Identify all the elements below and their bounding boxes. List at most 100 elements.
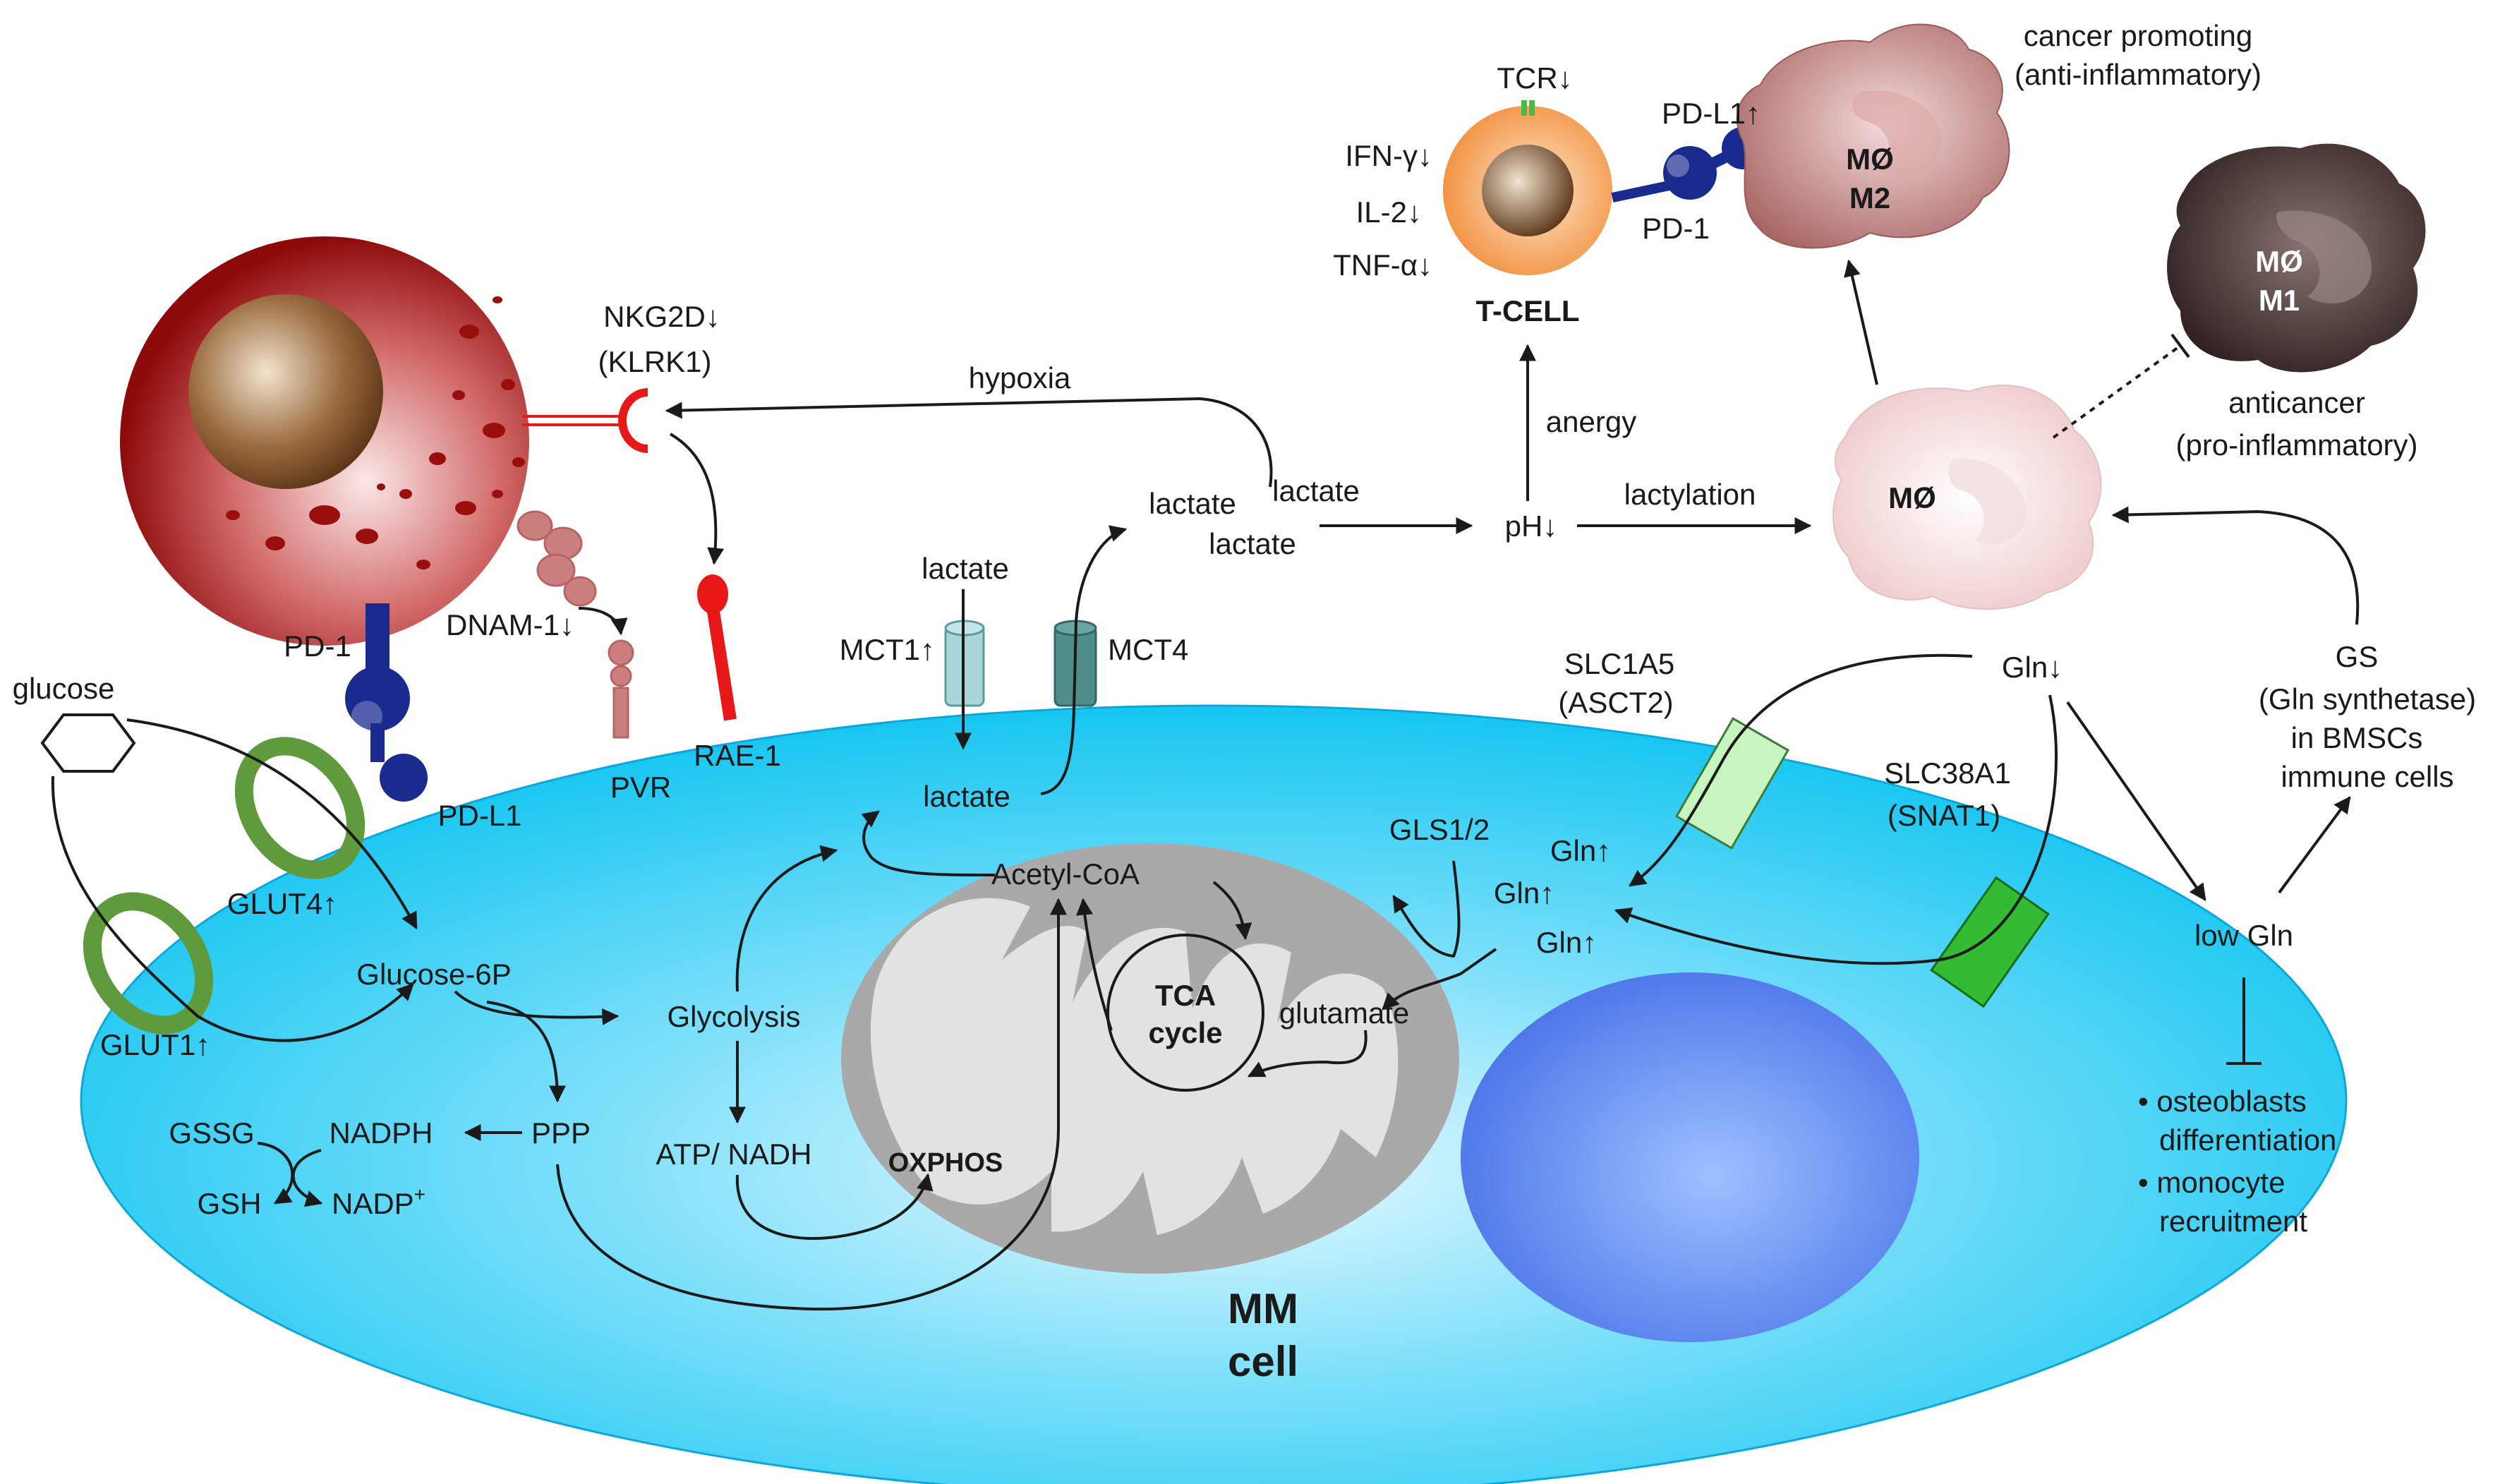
oxphos-label: OXPHOS [888,1148,1003,1178]
gln-up-3: Gln↑ [1536,926,1597,959]
tcr-receptor [1521,100,1535,116]
nk-cell [120,236,529,646]
arrow-lowgln-gs [2278,796,2351,894]
klrk1-label: (KLRK1) [598,345,711,378]
tca-label: TCA [1155,979,1216,1012]
lactylation-label: lactylation [1624,478,1756,511]
macrophage-m0 [1832,385,2102,610]
acetyl-coa-label: Acetyl-CoA [991,857,1140,891]
tca-cycle [1106,934,1264,1092]
mct1-label: MCT1↑ [840,633,935,666]
glut1-transporter [83,892,214,1034]
arrow-m0-m2 [1844,259,1878,385]
arrow-acetyl-tca [1212,881,1252,941]
lactate-out-3: lactate [1209,527,1296,560]
arrow-gs-m0 [2111,506,2360,625]
bullet-monocyte: • monocyte [2138,1166,2285,1199]
cancer-promoting-label: cancer promoting [2024,19,2253,52]
mitochondrion [841,843,1459,1274]
gln-up-2: Gln↑ [1494,876,1554,910]
pdl1-mm-label: PD-L1 [437,799,521,832]
lactate-out-1: lactate [1149,487,1236,520]
pd1-pdl1-nk [345,603,428,802]
il2-label: IL-2↓ [1356,195,1422,229]
arrow-gls [1392,860,1461,958]
mm-cell-label-2: cell [1228,1338,1298,1385]
glucose-hexagon [40,713,136,773]
pd1-nk-label: PD-1 [284,629,351,663]
gs-label-3: in BMSCs [2291,721,2423,754]
anticancer-label: anticancer [2228,386,2365,419]
t-cell-label: T-CELL [1476,294,1580,327]
tcr-label: TCR↓ [1497,61,1572,95]
arrow-nadph-nadp [291,1149,323,1207]
glut4-transporter [234,737,366,879]
tca-label-2: cycle [1148,1016,1222,1049]
m1-label-2: M1 [2259,284,2300,317]
m1-label: MØ [2255,245,2303,278]
macrophage-m1-nucleus [2276,210,2372,303]
arrow-g6p-ppp [486,1001,566,1103]
macrophage-m2 [1736,23,2010,249]
arrow-gssg-gsh [257,1142,294,1205]
arrow-gln-lowgln [2066,701,2206,901]
gs-label-4: immune cells [2281,760,2453,793]
glucose-label: glucose [13,672,115,705]
ph-label: pH↓ [1505,509,1558,543]
arrow-mct4 [1040,525,1128,795]
t-cell [1443,106,1612,275]
arrow-glycolysis-acetyl [735,845,838,992]
lactate-in-label: lactate [923,780,1010,813]
pro-inflammatory-label: (pro-inflammatory) [2175,428,2417,462]
ppp-label: PPP [531,1116,591,1150]
mm-cell-label: MM [1228,1285,1298,1332]
nkg2d-label: NKG2D↓ [603,300,720,333]
arrow-hypoxia [665,397,1273,488]
mm-cell-nucleus [1461,972,1919,1342]
arrow-glucose-glut1 [51,776,414,1042]
macrophage-m2-nucleus [1852,90,1942,176]
arrow-ppp-acetyl [556,898,1067,1311]
m0-label: MØ [1888,481,1936,514]
glut1-label: GLUT1↑ [100,1028,210,1061]
macrophage-m1 [2167,143,2426,373]
arrow-atp-oxphos [735,1173,934,1240]
arrow-g6p-glycolysis [454,990,620,1025]
gln-up-1: Gln↑ [1550,834,1611,867]
dnam1-label: DNAM-1↓ [446,608,574,641]
bullet-osteoblasts: • osteoblasts [2138,1085,2307,1118]
pdl1-m2-label: PD-L1↑ [1662,97,1761,130]
inhibition-m0-m1 [2052,344,2182,439]
m2-label-2: M2 [1849,181,1890,215]
glutamate-label: glutamate [1279,996,1409,1030]
arrow-glutamate-tca [1247,1030,1367,1078]
arrow-asct2 [1629,653,1973,887]
atp-nadh-label: ATP/ NADH [656,1138,812,1171]
arrow-snat1 [1614,694,2058,965]
dnam1-receptor [517,510,597,607]
lactate-top-label: lactate [922,552,1009,585]
arrow-acetyl-lactate [861,810,996,876]
tnf-label: TNF-α↓ [1333,248,1432,282]
arrow-gln-glutamate [1382,948,1497,1011]
bullet-monocyte-2: recruitment [2159,1205,2307,1238]
nadp-label: NADP+ [332,1183,425,1220]
pd1-m2-label: PD-1 [1642,212,1710,245]
hypoxia-label: hypoxia [969,361,1071,394]
gsh-label: GSH [197,1187,261,1220]
m2-label: MØ [1846,143,1894,176]
pvr-ligand [608,639,634,739]
arrow-glucose-glut4 [126,718,418,930]
arrow-tca-acetyl [1076,898,1113,1031]
gs-label-2: (Gln synthetase) [2259,682,2476,716]
asct2-transporter [1674,717,1790,850]
snat1-label: (SNAT1) [1888,799,2000,832]
pvr-label: PVR [610,771,671,804]
low-gln-label: low Gln [2194,919,2293,952]
slc38a1-label: SLC38A1 [1884,756,2011,790]
gls-label: GLS1/2 [1389,813,1490,846]
bullet-osteoblasts-2: differentiation [2159,1123,2336,1157]
rae1-ligand [697,574,737,721]
mct4-label: MCT4 [1108,633,1188,666]
